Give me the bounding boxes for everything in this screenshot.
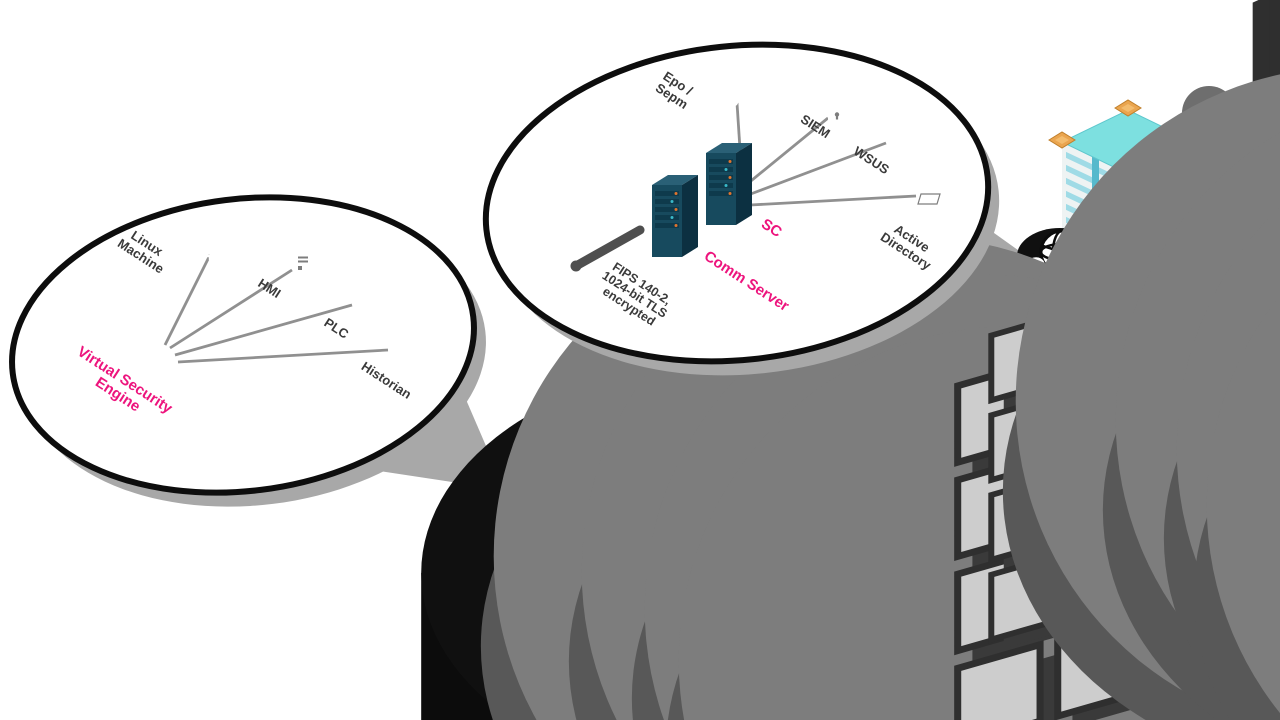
hmi-icon <box>295 253 311 273</box>
sc-server-tower <box>706 143 752 225</box>
left-callout: Linux Machine HMI PLC Historian Virtual … <box>9 194 1280 720</box>
encrypted-pipe <box>571 225 645 271</box>
gear-icon <box>354 288 378 312</box>
epo-sepm-label: Epo / Sepm <box>653 68 698 112</box>
top-callout: Epo / Sepm SIEM WSUS Active Directory SC… <box>482 41 1280 720</box>
siem-lock-icon <box>828 101 846 122</box>
sync-icon <box>886 129 910 153</box>
comm-server-tower <box>652 175 698 257</box>
folder-icon <box>917 188 941 205</box>
chip-icon <box>203 236 227 260</box>
umbrella-icon <box>726 81 748 107</box>
historian-database-icon <box>388 339 412 365</box>
left-callout-circle <box>9 194 477 496</box>
